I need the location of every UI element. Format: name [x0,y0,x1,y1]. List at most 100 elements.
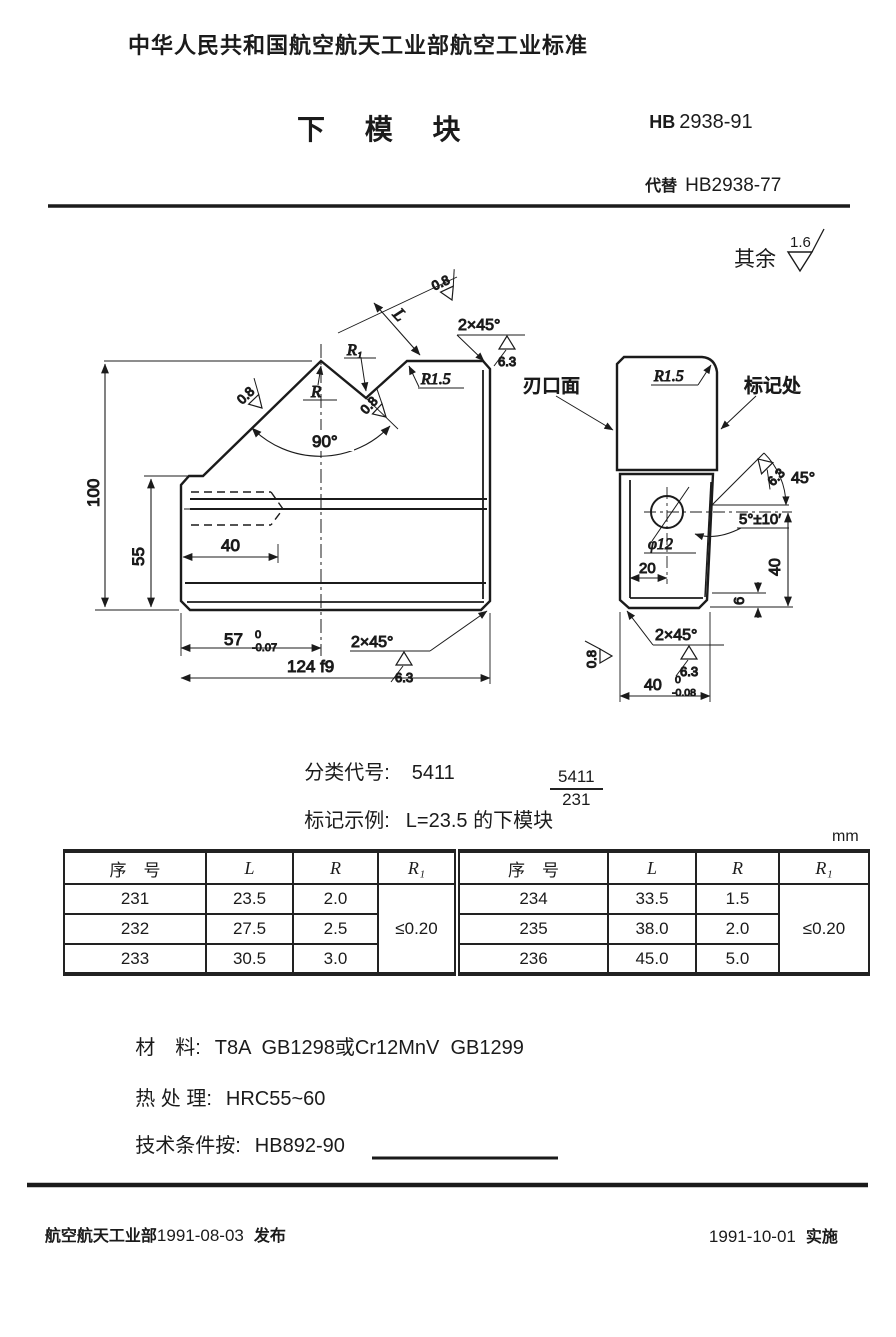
side-dim-6: 6 [731,597,748,605]
side-dim-40b-tol-bot: -0.08 [672,687,696,699]
cell-seq: 231 [63,883,207,915]
cell-seq: 235 [454,913,609,945]
roughness-63-bottom-chamfer: 6.3 [390,650,414,686]
side-lower-outline [618,472,715,610]
cell-L: 33.5 [607,883,697,915]
front-outline [179,359,492,612]
marking-fraction: 5411 231 [550,767,603,809]
side-chamfer-bottom: 2×45° [655,627,697,644]
classification-value: 5411 [411,762,455,784]
cell-L: 27.5 [205,913,294,945]
front-dim-100: 100 [84,479,103,507]
hidden-hole [184,491,296,526]
side-label-mark-spot: 标记处 [744,375,801,397]
standard-org-title: 中华人民共和国航空航天工业部航空工业标准 [128,33,589,58]
page-title: 下 模 块 [297,114,477,145]
heat-value: HRC55~60 [225,1088,326,1110]
cell-R1-merged: ≤0.20 [377,883,458,975]
cell-R: 3.0 [292,943,379,975]
side-view: 刃口面 标记处 R1.5 45° 5°±10′ φ12 20 6 40 40 0… [523,355,816,702]
front-radius-r1: R₁ [346,342,362,359]
col-header-seq-2: 序 号 [454,850,609,885]
col-header-L-2: L [607,850,697,885]
replaces-note: 代替 HB2938-77 [624,150,781,219]
col-header-R-2: R [695,850,780,885]
front-view: 90° R R₁ R1.5 L 2×45° 2×45° 100 55 [84,269,525,686]
roughness-08-left-slope: 0.8 [233,378,263,409]
svg-text:0.8: 0.8 [357,394,380,417]
col-header-R1: R₁ [377,850,458,885]
classification-line: 分类代号:5411 [282,733,455,808]
roughness-63-side-chamfer: 6.3 [675,644,699,680]
surface-finish-note: 其余 1.6 [734,228,825,273]
footer-issuer: 航空航天工业部 [44,1228,157,1245]
front-dim-57: 57 [224,630,243,649]
cell-seq: 236 [454,943,609,975]
svg-text:6.3: 6.3 [764,465,787,488]
cell-seq: 233 [63,943,207,975]
col-header-L: L [205,850,294,885]
front-dim-55: 55 [129,547,148,566]
svg-text:0.8: 0.8 [584,650,599,668]
footer-implementation: 1991-10-01 实施 [690,1203,838,1267]
side-dim-40b: 40 [644,677,662,694]
material-value: T8A GB1298或Cr12MnV GB1299 [214,1037,524,1059]
cell-seq: 234 [454,883,609,915]
standard-code-prefix: HB [649,112,676,132]
cell-L: 30.5 [205,943,294,975]
side-angle-45: 45° [791,470,815,487]
roughness-63-top-chamfer: 6.3 [493,334,517,370]
marking-example-line: 标记示例:L=23.5 的下模块 [282,781,553,856]
heat-label: 热 处 理: [135,1088,212,1110]
footer-impl-date: 1991-10-01 [708,1227,796,1246]
svg-text:6.3: 6.3 [498,354,516,369]
table-row: 232 27.5 2.5 235 38.0 2.0 [63,913,869,945]
cell-L: 23.5 [205,883,294,915]
cell-seq: 232 [63,913,207,945]
tech-value: HB892-90 [254,1135,345,1157]
surface-note-label: 其余 [734,248,776,271]
side-dim-20: 20 [639,560,656,577]
side-radius-r15: R1.5 [653,368,684,385]
side-top-outline [615,355,719,472]
marking-fraction-top: 5411 [550,767,603,790]
front-dim-40: 40 [221,536,240,555]
front-chamfer-bottom: 2×45° [351,634,393,651]
roughness-63-45deg: 6.3 [757,458,788,490]
front-angle-90: 90° [312,432,338,451]
roughness-08-side: 0.8 [583,640,614,669]
cell-L: 45.0 [607,943,697,975]
svg-text:6.3: 6.3 [680,664,698,679]
col-header-seq: 序 号 [63,850,207,885]
svg-text:0.8: 0.8 [234,384,257,407]
roughness-08-valley: 0.8 [357,387,387,418]
cell-R: 1.5 [695,883,780,915]
cell-R: 2.0 [695,913,780,945]
cell-R1-merged: ≤0.20 [778,883,870,975]
cell-L: 38.0 [607,913,697,945]
svg-text:6.3: 6.3 [395,670,413,685]
front-radius-r: R [310,382,322,401]
parameter-table: 序 号 L R R₁ 序 号 L R R₁ 231 23.5 2.0 ≤0.20… [63,849,870,976]
marking-fraction-bottom: 231 [562,789,591,809]
side-dim-40v: 40 [767,558,784,576]
tech-conditions-note: 技术条件按:HB892-90 [113,1106,345,1181]
replaces-label: 代替 [645,178,678,195]
footer-impl-label: 实施 [805,1229,838,1246]
table-row: 233 30.5 3.0 236 45.0 5.0 [63,943,869,975]
marking-example-text: L=23.5 的下模块 [405,810,554,832]
cell-R: 2.5 [292,913,379,945]
col-header-R: R [292,850,379,885]
side-label-edge-face: 刃口面 [523,376,580,397]
cell-R: 5.0 [695,943,780,975]
col-header-R1-2: R₁ [778,850,870,885]
material-label: 材 料: [135,1037,201,1059]
cell-R: 2.0 [292,883,379,915]
side-dim-40b-tol-top: 0 [675,674,681,686]
table-header-row: 序 号 L R R₁ 序 号 L R R₁ [63,850,870,885]
replaces-code: HB2938-77 [685,175,782,196]
